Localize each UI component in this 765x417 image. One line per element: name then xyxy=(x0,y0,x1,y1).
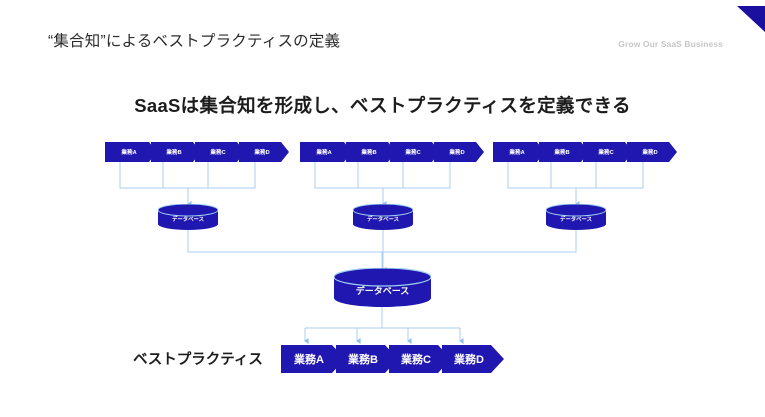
process-row-group-2: 業務A 業務B 業務C 業務D xyxy=(300,142,478,162)
process-chevron[interactable]: 業務B xyxy=(539,142,589,162)
process-label: 業務B xyxy=(361,150,377,156)
process-label: 業務C xyxy=(598,150,614,156)
header-tagline: Grow Our SaaS Business xyxy=(618,39,723,49)
process-chevron[interactable]: 業務C xyxy=(583,142,633,162)
process-label: 業務A xyxy=(121,150,137,156)
process-chevron[interactable]: 業務A xyxy=(105,142,157,162)
process-label: 業務D xyxy=(642,150,658,156)
process-label: 業務C xyxy=(405,150,421,156)
process-chevron[interactable]: 業務C xyxy=(390,142,440,162)
best-practice-chevron[interactable]: 業務B xyxy=(336,345,398,373)
best-practice-process-label: 業務D xyxy=(454,354,484,366)
best-practice-process-label: 業務A xyxy=(294,354,324,366)
process-chevron[interactable]: 業務B xyxy=(346,142,396,162)
process-label: 業務B xyxy=(166,150,182,156)
process-chevron[interactable]: 業務D xyxy=(434,142,484,162)
best-practice-row: 業務A 業務B 業務C 業務D xyxy=(281,345,495,373)
page-title: “集合知”によるベストプラクティスの定義 xyxy=(48,33,341,50)
best-practice-chevron[interactable]: 業務A xyxy=(281,345,345,373)
best-practice-label: ベストプラクティス xyxy=(133,352,263,368)
best-practice-process-label: 業務C xyxy=(401,354,431,366)
database-cylinder-group-3[interactable]: データベース xyxy=(545,203,607,230)
process-chevron[interactable]: 業務C xyxy=(195,142,245,162)
process-chevron[interactable]: 業務D xyxy=(239,142,289,162)
central-database-cylinder[interactable]: データベース xyxy=(333,267,432,308)
process-label: 業務C xyxy=(210,150,226,156)
process-row-group-1: 業務A 業務B 業務C 業務D xyxy=(105,142,283,162)
process-row-group-3: 業務A 業務B 業務C 業務D xyxy=(493,142,671,162)
best-practice-chevron[interactable]: 業務C xyxy=(389,345,451,373)
process-label: 業務D xyxy=(449,150,465,156)
process-chevron[interactable]: 業務A xyxy=(493,142,545,162)
process-chevron[interactable]: 業務D xyxy=(627,142,677,162)
main-headline: SaaSは集合知を形成し、ベストプラクティスを定義できる xyxy=(134,95,631,116)
process-label: 業務D xyxy=(254,150,270,156)
process-chevron[interactable]: 業務B xyxy=(151,142,201,162)
process-label: 業務B xyxy=(554,150,570,156)
database-cylinder-group-1[interactable]: データベース xyxy=(157,203,219,230)
best-practice-process-label: 業務B xyxy=(348,354,378,366)
process-label: 業務A xyxy=(509,150,525,156)
database-cylinder-group-2[interactable]: データベース xyxy=(352,203,414,230)
best-practice-chevron[interactable]: 業務D xyxy=(442,345,504,373)
corner-logo-triangle-icon xyxy=(723,0,765,36)
process-label: 業務A xyxy=(316,150,332,156)
process-chevron[interactable]: 業務A xyxy=(300,142,352,162)
